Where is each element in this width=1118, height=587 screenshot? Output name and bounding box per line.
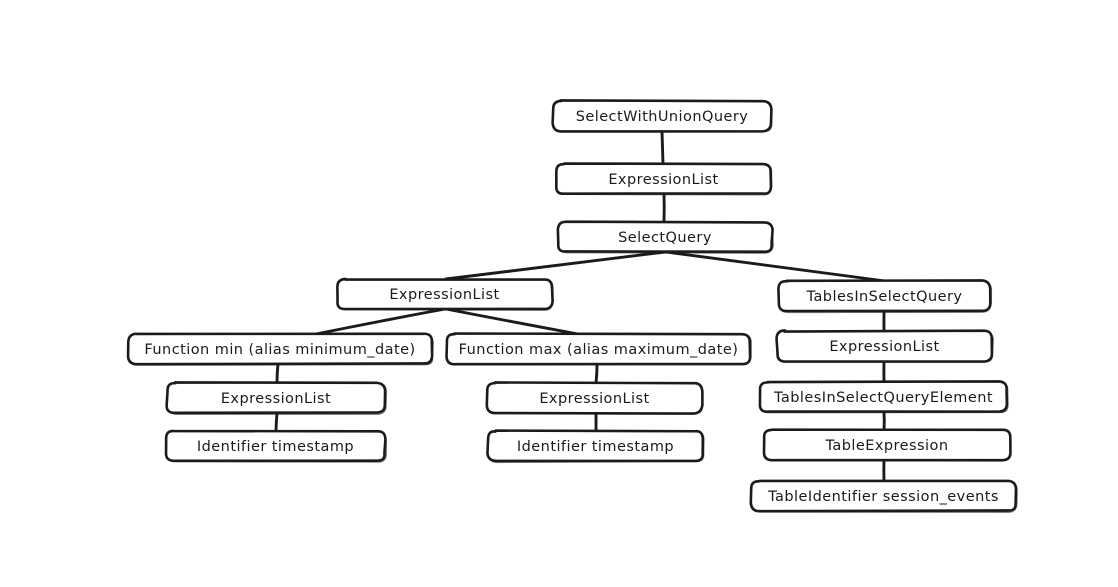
- tree-node[interactable]: TableIdentifier session_events: [749, 479, 1018, 514]
- tree-edge: [444, 307, 580, 336]
- tree-node[interactable]: TablesInSelectQueryElement: [758, 380, 1009, 414]
- tree-node[interactable]: Identifier timestamp: [486, 429, 705, 464]
- node-box[interactable]: [336, 277, 554, 311]
- node-label: ExpressionList: [539, 391, 649, 407]
- tree-edge: [314, 307, 447, 336]
- node-label: SelectWithUnionQuery: [576, 109, 749, 125]
- tree-node[interactable]: Function max (alias maximum_date): [445, 332, 752, 366]
- node-label: TableExpression: [825, 438, 949, 454]
- node-box[interactable]: [556, 220, 774, 254]
- tree-node[interactable]: ExpressionList: [555, 162, 773, 196]
- tree-node[interactable]: Function min (alias minimum_date): [126, 332, 434, 366]
- node-box[interactable]: [762, 428, 1012, 462]
- node-box[interactable]: [445, 332, 752, 366]
- tree-node[interactable]: Identifier timestamp: [164, 429, 388, 463]
- tree-node[interactable]: ExpressionList: [165, 381, 388, 416]
- tree-edge: [594, 362, 599, 385]
- node-box[interactable]: [485, 381, 704, 415]
- tree-edge: [444, 250, 667, 281]
- node-box[interactable]: [775, 329, 994, 363]
- node-box[interactable]: [486, 429, 705, 463]
- tree-node[interactable]: ExpressionList: [485, 381, 704, 415]
- node-label: TablesInSelectQuery: [806, 289, 963, 305]
- node-box[interactable]: [165, 381, 387, 415]
- node-label: SelectQuery: [618, 230, 712, 246]
- node-box[interactable]: [749, 479, 1018, 513]
- node-box[interactable]: [551, 99, 773, 133]
- tree-node[interactable]: TablesInSelectQuery: [777, 279, 993, 314]
- node-box[interactable]: [555, 162, 773, 195]
- node-label: TablesInSelectQueryElement: [773, 390, 993, 406]
- tree-node[interactable]: TableExpression: [762, 428, 1012, 462]
- node-box[interactable]: [126, 332, 434, 366]
- tree-edge: [275, 362, 280, 385]
- node-box[interactable]: [777, 279, 992, 313]
- node-label: ExpressionList: [829, 339, 939, 355]
- node-label: ExpressionList: [221, 391, 331, 407]
- tree-node[interactable]: ExpressionList: [775, 329, 995, 363]
- node-label: ExpressionList: [608, 172, 718, 188]
- node-box[interactable]: [758, 380, 1009, 413]
- node-box[interactable]: [164, 429, 387, 463]
- node-label: Function min (alias minimum_date): [144, 342, 415, 358]
- node-label: Function max (alias maximum_date): [459, 342, 739, 358]
- tree-edge: [664, 250, 887, 283]
- nodes-layer: SelectWithUnionQueryExpressionListSelect…: [126, 99, 1018, 514]
- tree-edge: [660, 129, 665, 166]
- tree-node[interactable]: ExpressionList: [336, 277, 554, 311]
- tree-edge: [274, 411, 279, 433]
- node-label: Identifier timestamp: [197, 439, 354, 455]
- tree-node[interactable]: SelectWithUnionQuery: [551, 99, 773, 133]
- node-label: ExpressionList: [389, 287, 499, 303]
- node-label: TableIdentifier session_events: [767, 489, 999, 505]
- tree-node[interactable]: SelectQuery: [556, 220, 774, 254]
- node-label: Identifier timestamp: [517, 439, 674, 455]
